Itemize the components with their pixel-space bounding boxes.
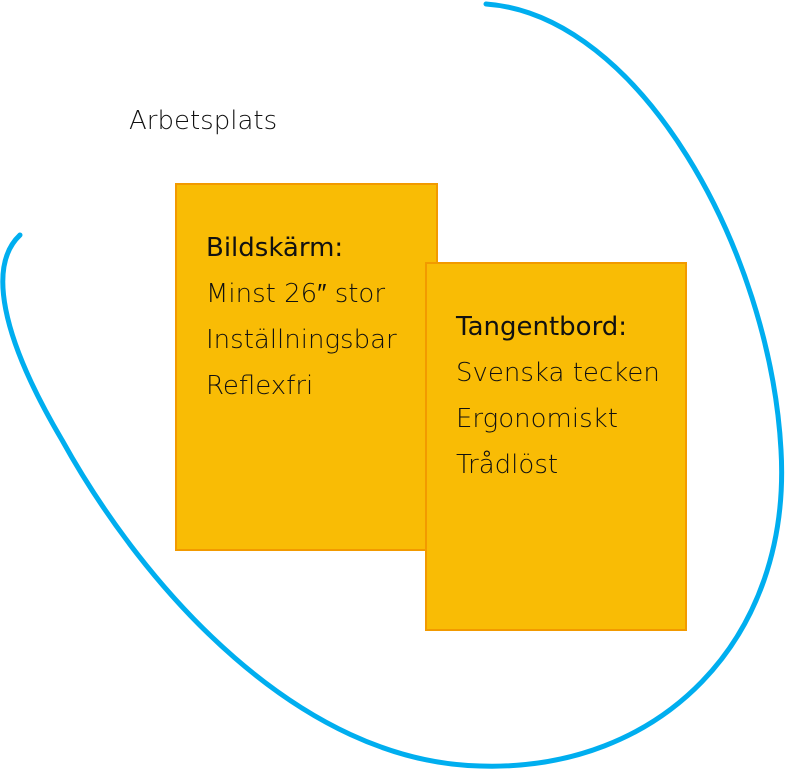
card-item: Reflexfri: [206, 371, 314, 401]
diagram-title: Arbetsplats: [129, 106, 278, 136]
card-heading: Tangentbord:: [456, 312, 628, 342]
card-item: Inställningsbar: [206, 325, 397, 355]
card-heading: Bildskärm:: [206, 233, 344, 263]
monitor-card: Bildskärm: Minst 26″ stor Inställningsba…: [175, 183, 438, 551]
keyboard-card: Tangentbord: Svenska tecken Ergonomiskt …: [425, 262, 687, 631]
card-item: Svenska tecken: [456, 358, 660, 388]
card-item: Minst 26″ stor: [206, 279, 386, 309]
card-item: Trådlöst: [456, 450, 559, 480]
card-item: Ergonomiskt: [456, 404, 618, 434]
